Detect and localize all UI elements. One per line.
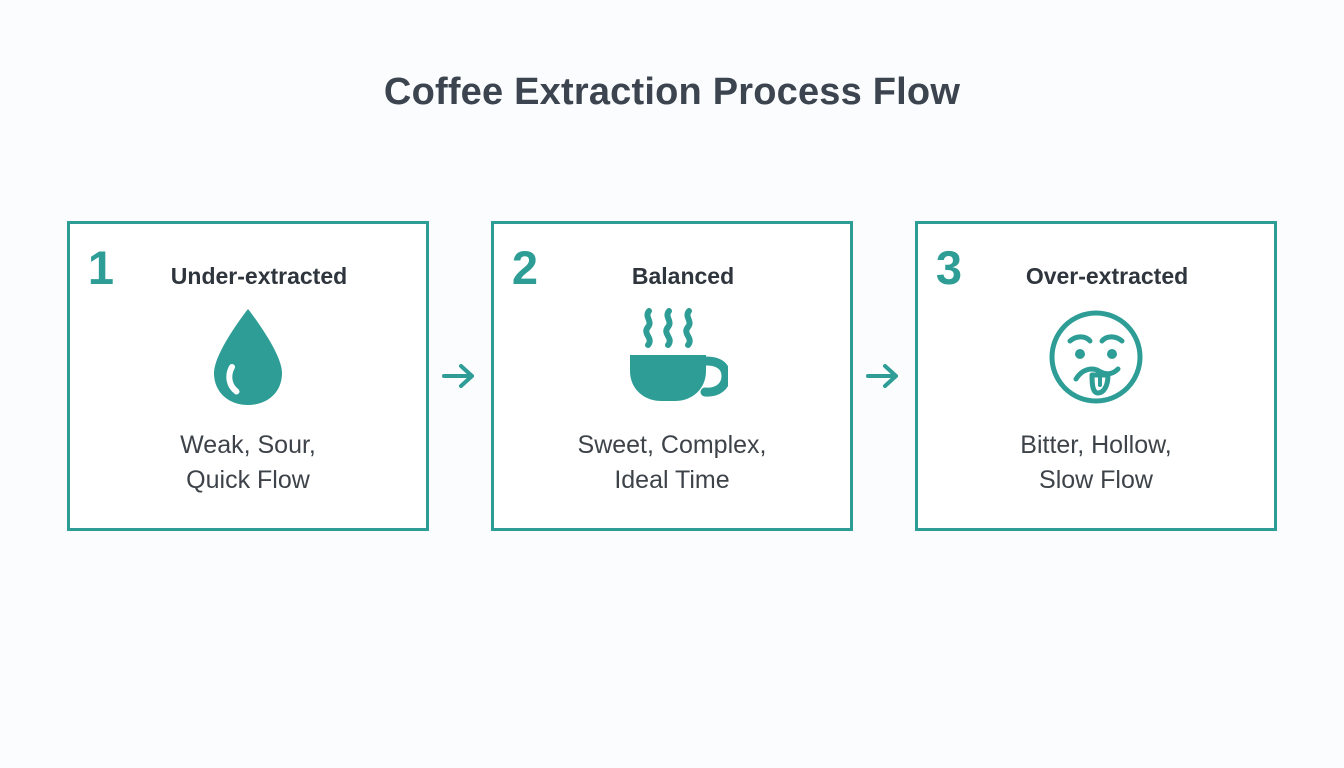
card-header: 3 Over-extracted bbox=[918, 224, 1274, 296]
stage-icon-wrap bbox=[616, 302, 728, 412]
disgusted-face-icon bbox=[1049, 310, 1143, 404]
flow-arrow-2 bbox=[853, 221, 915, 531]
stage-title: Under-extracted bbox=[170, 263, 348, 289]
arrow-right-icon bbox=[442, 364, 474, 388]
stage-title: Balanced bbox=[631, 263, 735, 289]
stage-icon-wrap bbox=[1046, 302, 1146, 412]
stage-number: 2 bbox=[511, 241, 539, 294]
stage-number: 1 bbox=[87, 241, 115, 294]
stage-title: Over-extracted bbox=[1025, 263, 1189, 289]
stage-description-line-2: Slow Flow bbox=[1039, 465, 1153, 494]
stage-card-under-extracted[interactable]: 1 Under-extracted Weak, Sour, Quick Flow bbox=[67, 221, 429, 531]
stage-card-balanced[interactable]: 2 Balanced Sweet, Complex, Ideal Time bbox=[491, 221, 853, 531]
stage-description: Sweet, Complex, Ideal Time bbox=[578, 428, 767, 497]
process-flow-row: 1 Under-extracted Weak, Sour, Quick Flow bbox=[67, 221, 1277, 531]
card-header: 2 Balanced bbox=[494, 224, 850, 296]
flow-arrow-1 bbox=[429, 221, 491, 531]
stage-number: 3 bbox=[935, 241, 963, 294]
stage-description-line-1: Weak, Sour, bbox=[180, 431, 316, 459]
stage-description: Bitter, Hollow, Slow Flow bbox=[1020, 428, 1171, 497]
stage-description-line-2: Quick Flow bbox=[186, 465, 310, 494]
arrow-right-icon bbox=[866, 364, 898, 388]
card-header: 1 Under-extracted bbox=[70, 224, 426, 296]
page-title: Coffee Extraction Process Flow bbox=[383, 71, 961, 113]
coffee-cup-steam-icon bbox=[630, 308, 728, 401]
stage-description-line-1: Bitter, Hollow, bbox=[1020, 431, 1172, 459]
stage-description-line-2: Ideal Time bbox=[614, 465, 730, 494]
stage-card-over-extracted[interactable]: 3 Over-extracted Bitter, Hollow, Slow Fl… bbox=[915, 221, 1277, 531]
stage-description: Weak, Sour, Quick Flow bbox=[180, 428, 316, 497]
water-droplet-icon bbox=[214, 309, 282, 405]
stage-description-line-1: Sweet, Complex, bbox=[577, 431, 767, 459]
stage-icon-wrap bbox=[198, 302, 298, 412]
